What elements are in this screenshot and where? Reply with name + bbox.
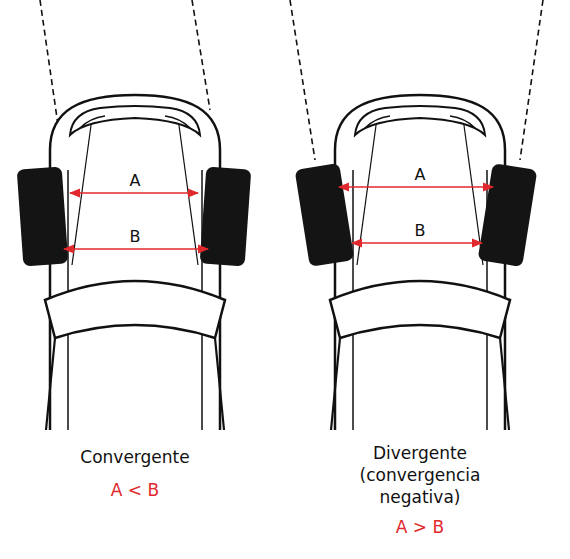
relation-formula: A < B	[75, 479, 195, 501]
caption: Divergente (convergencia negativa)	[345, 442, 495, 508]
car-top-view	[290, 0, 543, 430]
dimension-label: B	[115, 226, 155, 248]
dimension-label: A	[400, 164, 440, 186]
car-top-view	[17, 0, 252, 430]
dimension-label: B	[400, 220, 440, 242]
relation-formula: A > B	[360, 516, 480, 538]
dimension-label: A	[115, 170, 155, 192]
caption: Convergente	[35, 446, 235, 468]
